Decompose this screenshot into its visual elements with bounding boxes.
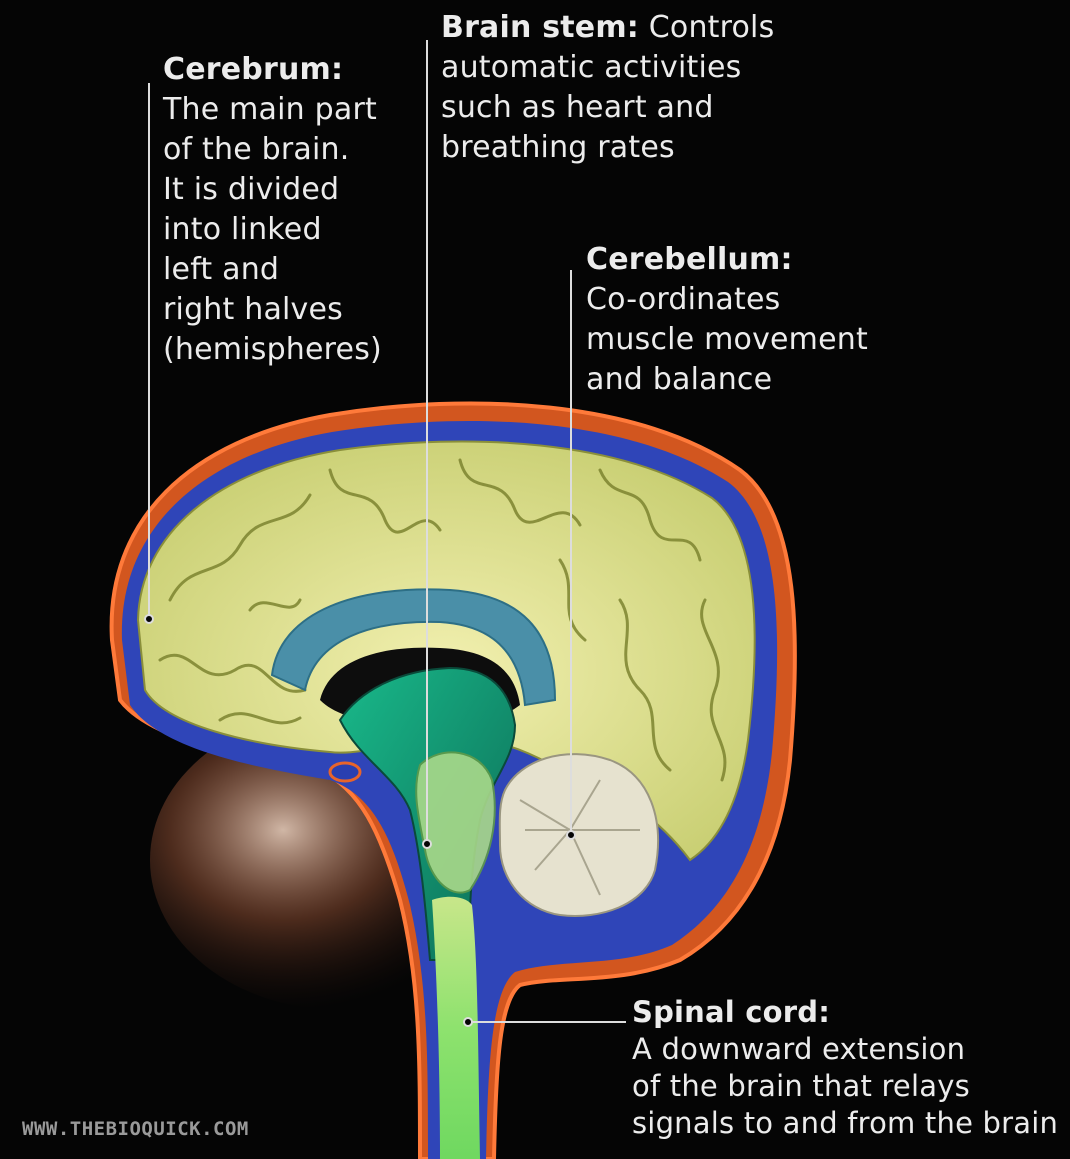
spinal-cord-desc-line: A downward extension xyxy=(632,1032,966,1066)
cerebellum-desc-line: Co-ordinates xyxy=(586,282,781,317)
cerebellum-desc-line: and balance xyxy=(586,362,773,397)
brain-stem-label: Brain stem: Controls automatic activitie… xyxy=(441,8,774,168)
watermark: WWW.THEBIOQUICK.COM xyxy=(22,1118,249,1140)
brain-stem-desc-line: such as heart and xyxy=(441,90,714,125)
spinal-cord-heading: Spinal cord: xyxy=(632,995,831,1029)
brain-stem-heading: Brain stem: xyxy=(441,10,639,45)
leader-lines xyxy=(148,40,626,1023)
cerebrum-desc-line: The main part xyxy=(163,92,377,127)
spinal-cord-desc-line: of the brain that relays xyxy=(632,1069,970,1103)
spinal-cord xyxy=(432,896,480,1159)
pons xyxy=(415,751,496,894)
pituitary xyxy=(328,761,362,783)
cerebrum-label: Cerebrum: The main part of the brain. It… xyxy=(163,50,382,370)
leader-dots xyxy=(144,614,576,1027)
brain-stem-desc-line: breathing rates xyxy=(441,130,675,165)
cerebellum-label: Cerebellum: Co-ordinates muscle movement… xyxy=(586,240,868,400)
cerebrum-desc-line: left and xyxy=(163,252,280,287)
cerebellum-desc-line: muscle movement xyxy=(586,322,868,357)
cerebellum-heading: Cerebellum: xyxy=(586,242,793,277)
gyri-folds xyxy=(158,458,727,782)
cerebrum-heading: Cerebrum: xyxy=(163,52,344,87)
spinal-cord-label: Spinal cord: A downward extension of the… xyxy=(632,994,1058,1142)
brain-stem-desc-first: Controls xyxy=(639,10,775,45)
cerebrum-desc-line: of the brain. xyxy=(163,132,350,167)
spinal-cord-desc-line: signals to and from the brain xyxy=(632,1106,1059,1140)
cerebrum-desc-line: It is divided xyxy=(163,172,340,207)
cerebrum-desc-line: right halves xyxy=(163,292,343,327)
cerebellum xyxy=(498,753,659,917)
cerebellum-arbor xyxy=(519,779,640,896)
cerebrum-desc-line: into linked xyxy=(163,212,322,247)
cerebrum-desc-line: (hemispheres) xyxy=(163,332,382,367)
brain-stem-desc-line: automatic activities xyxy=(441,50,742,85)
corpus-callosum xyxy=(270,588,557,707)
